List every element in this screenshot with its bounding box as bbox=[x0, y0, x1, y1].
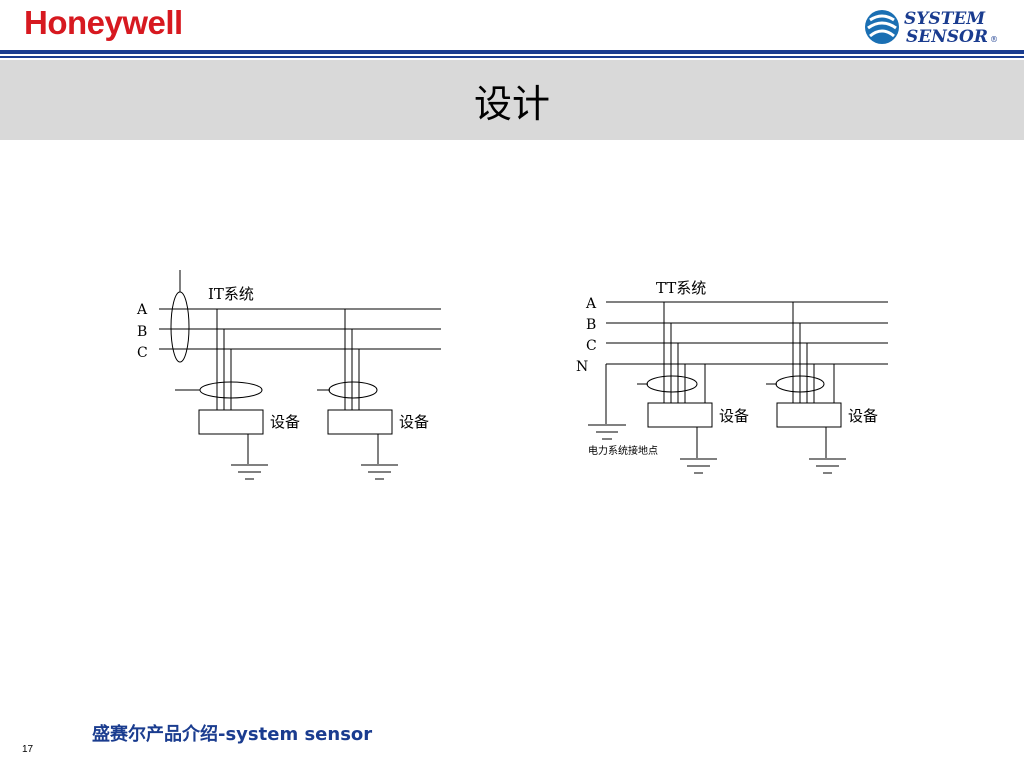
system-sensor-swirl-icon bbox=[865, 10, 899, 44]
tt-device-2-label: 设备 bbox=[848, 407, 878, 425]
tt-device-1 bbox=[637, 302, 717, 474]
it-device-1 bbox=[175, 309, 268, 480]
tt-phase-b-label: B bbox=[586, 317, 596, 333]
it-phase-c-label: C bbox=[137, 345, 148, 361]
it-device-2-label: 设备 bbox=[399, 413, 429, 431]
tt-ground-label: 电力系统接地点 bbox=[588, 444, 658, 457]
tt-system-label: TT系统 bbox=[656, 279, 706, 297]
tt-system-diagram: TT系统 A B C N 电力系统接地点 bbox=[576, 279, 888, 474]
brand-line1: SYSTEM bbox=[904, 9, 986, 29]
it-system-diagram: IT系统 A B C 设备 bbox=[136, 270, 441, 480]
page-number: 17 bbox=[22, 744, 34, 755]
tt-phase-c-label: C bbox=[586, 338, 597, 354]
tt-device-2 bbox=[766, 302, 846, 474]
tt-system-ground bbox=[588, 364, 626, 440]
brand-line2: SENSOR bbox=[906, 27, 988, 47]
tt-device-1-label: 设备 bbox=[719, 407, 749, 425]
it-system-label: IT系统 bbox=[208, 285, 254, 303]
it-device-1-label: 设备 bbox=[270, 413, 300, 431]
honeywell-logo: Honeywell bbox=[24, 4, 183, 41]
it-phase-a-label: A bbox=[136, 302, 148, 318]
tt-phase-a-label: A bbox=[585, 296, 597, 312]
it-device-2 bbox=[317, 309, 398, 480]
system-sensor-logo: SYSTEM SENSOR ® bbox=[865, 9, 998, 47]
it-phase-b-label: B bbox=[137, 324, 147, 340]
tt-neutral-label: N bbox=[576, 359, 588, 375]
header-rule-thin bbox=[0, 56, 1024, 58]
header-rule bbox=[0, 50, 1024, 54]
page-title: 设计 bbox=[473, 81, 550, 126]
footer-text: 盛赛尔产品介绍-system sensor bbox=[92, 724, 373, 745]
it-insulation-ellipse bbox=[170, 291, 190, 363]
brand-reg-mark: ® bbox=[990, 35, 998, 44]
title-band: 设计 bbox=[0, 60, 1024, 140]
